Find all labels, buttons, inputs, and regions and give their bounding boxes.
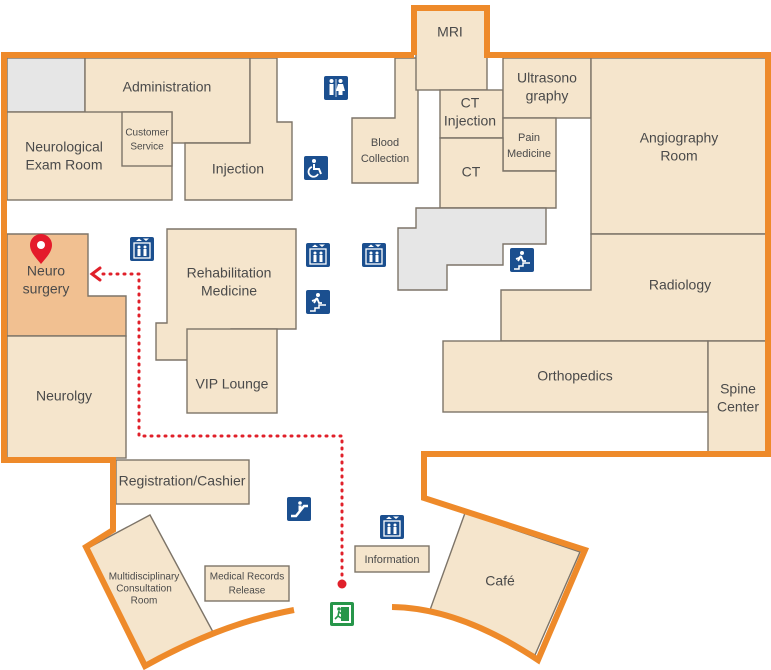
room-administration-label: Administration — [123, 79, 212, 95]
room-angiography-label-1: Angiography — [640, 130, 719, 146]
room-angiography-label-2: Room — [660, 148, 697, 164]
restroom-icon[interactable] — [324, 76, 348, 100]
room-medical-records-release[interactable] — [204, 565, 290, 602]
room-registration-cashier[interactable] — [115, 459, 250, 505]
room-mri-label: MRI — [437, 24, 463, 40]
outer-wall-main — [391, 5, 771, 665]
elevator-icon[interactable] — [306, 243, 330, 267]
room-blood-collection-label-2: Collection — [361, 153, 409, 165]
room-ct-injection-label-1: CT — [461, 95, 480, 111]
room-cafe-label: Café — [485, 573, 515, 589]
room-neurosurgery-label-1: Neuro — [27, 263, 65, 279]
route-arrowhead — [89, 266, 102, 282]
elevator-icon[interactable] — [362, 243, 386, 267]
room-multidisciplinary-label-2: Consultation — [116, 584, 172, 595]
room-rehabilitation-label-2: Medicine — [201, 283, 257, 299]
stairs-icon[interactable] — [306, 290, 330, 314]
room-neurology[interactable] — [6, 335, 127, 459]
room-orthopedics[interactable] — [442, 340, 709, 413]
room-injection[interactable] — [184, 57, 293, 201]
room-information-label: Information — [364, 554, 419, 566]
room-customer-service-label-1: Customer — [125, 128, 169, 139]
room-pain-medicine[interactable] — [502, 117, 557, 172]
room-vip-lounge[interactable] — [186, 328, 278, 414]
room-registration-cashier-label: Registration/Cashier — [119, 473, 246, 489]
room-spine-center-label-1: Spine — [720, 381, 756, 397]
room-mri[interactable] — [415, 7, 488, 91]
emergency-exit-icon[interactable] — [330, 602, 354, 626]
room-multidisciplinary-label-1: Multidisciplinary — [109, 572, 180, 583]
room-neurological-exam-label-1: Neurological — [25, 139, 103, 155]
room-vip-lounge-label: VIP Lounge — [196, 376, 269, 392]
room-ct-label: CT — [462, 164, 481, 180]
room-neurological-exam-label-2: Exam Room — [25, 157, 102, 173]
room-rehabilitation-label-1: Rehabilitation — [187, 265, 272, 281]
room-multidisciplinary-label-3: Room — [131, 596, 158, 607]
escalator-icon[interactable] — [287, 497, 311, 521]
room-radiology-label: Radiology — [649, 277, 711, 293]
room-neurosurgery-label-2: surgery — [23, 281, 70, 297]
room-customer-service[interactable] — [121, 111, 173, 167]
room-spine-center[interactable] — [707, 340, 769, 453]
storage-room — [6, 57, 86, 113]
outer-wall-left — [1, 52, 414, 670]
room-orthopedics-label: Orthopedics — [537, 368, 612, 384]
room-spine-center-label-2: Center — [717, 399, 759, 415]
room-neurology-label: Neurolgy — [36, 388, 92, 404]
wheelchair-icon[interactable] — [304, 156, 328, 180]
room-medical-records-label-1: Medical Records — [210, 572, 284, 583]
room-angiography[interactable] — [590, 57, 769, 235]
room-injection-label: Injection — [212, 161, 264, 177]
route-start-dot — [337, 579, 347, 589]
room-medical-records-label-2: Release — [229, 586, 266, 597]
room-pain-medicine-label-2: Medicine — [507, 148, 551, 160]
elevator-icon[interactable] — [380, 515, 404, 539]
room-pain-medicine-label-1: Pain — [518, 132, 540, 144]
room-blood-collection-label-1: Blood — [371, 137, 399, 149]
room-information[interactable] — [354, 545, 430, 573]
stairs-icon[interactable] — [510, 248, 534, 272]
elevator-icon[interactable] — [130, 237, 154, 261]
location-pin-icon[interactable] — [30, 234, 52, 264]
room-ultrasonography-label-2: graphy — [526, 88, 569, 104]
room-radiology[interactable] — [500, 233, 769, 342]
room-customer-service-label-2: Service — [130, 142, 164, 153]
room-ultrasonography-label-1: Ultrasono — [517, 70, 577, 86]
route-path — [98, 272, 344, 584]
stair-core — [397, 207, 547, 291]
room-ct-injection-label-2: Injection — [444, 113, 496, 129]
